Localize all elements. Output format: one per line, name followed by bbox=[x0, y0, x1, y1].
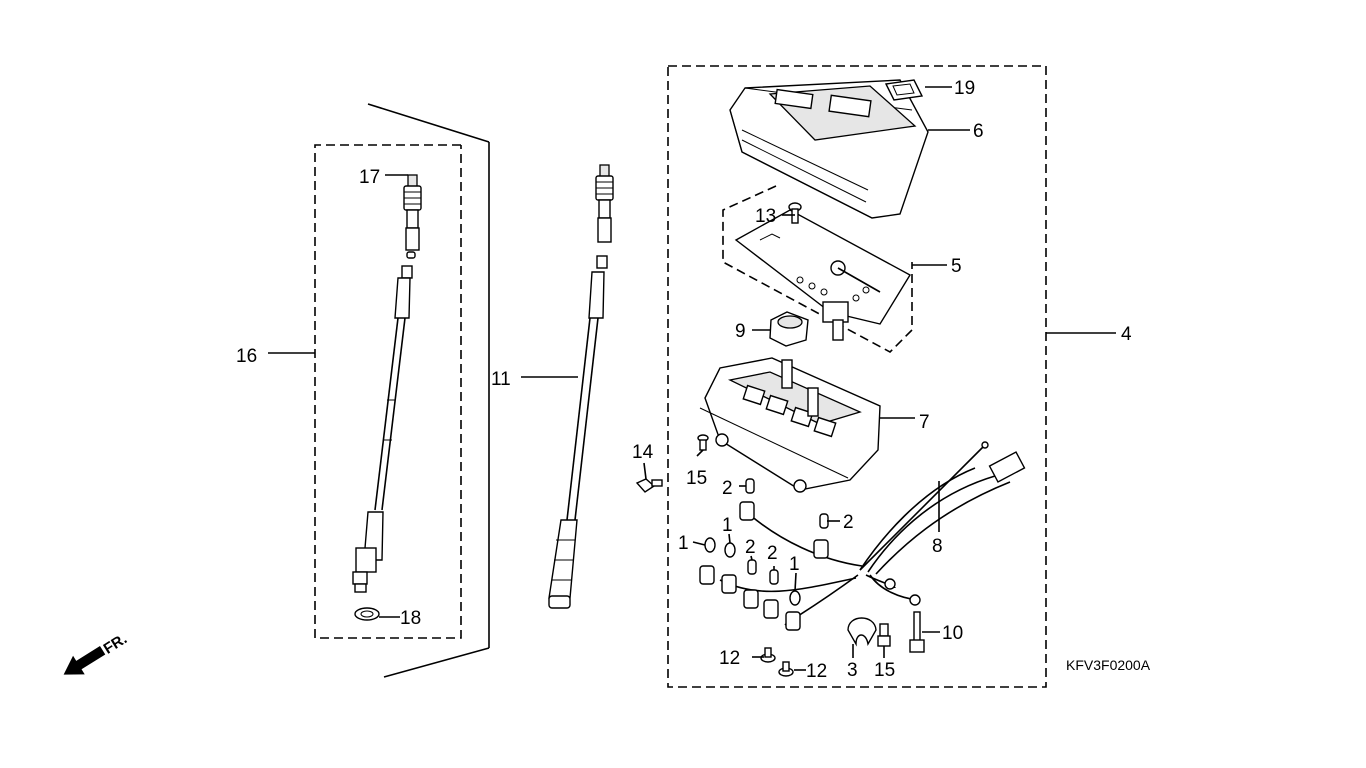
screw-12-b bbox=[778, 661, 794, 677]
cable-assembly-box bbox=[314, 103, 490, 678]
screw-12-a bbox=[760, 647, 776, 663]
callout-2-d: 2 bbox=[767, 543, 778, 564]
wire-harness-8 bbox=[719, 441, 1026, 626]
speedometer-cable-11 bbox=[548, 164, 614, 609]
callout-4: 4 bbox=[1121, 324, 1132, 345]
callout-5: 5 bbox=[951, 256, 962, 277]
bulb-2-c bbox=[747, 559, 757, 575]
sockets bbox=[699, 501, 921, 631]
callout-19: 19 bbox=[954, 78, 975, 99]
callout-12-b: 12 bbox=[806, 661, 827, 682]
front-direction-arrow-icon: FR. bbox=[63, 630, 131, 675]
meter-panel-5 bbox=[734, 209, 911, 341]
bulb-1-c bbox=[789, 590, 801, 606]
callout-11: 11 bbox=[491, 369, 511, 390]
callout-7: 7 bbox=[919, 412, 930, 433]
callout-13: 13 bbox=[755, 206, 776, 227]
meter-cover-6 bbox=[729, 79, 929, 219]
leader-lines bbox=[268, 86, 1116, 671]
callout-12-a: 12 bbox=[719, 648, 740, 669]
callout-15-upper: 15 bbox=[686, 468, 707, 489]
callout-2-b: 2 bbox=[843, 512, 854, 533]
bulb-2-a bbox=[745, 478, 755, 494]
callout-10: 10 bbox=[942, 623, 963, 644]
bolt-10 bbox=[909, 611, 925, 653]
callout-1-b: 1 bbox=[722, 515, 733, 536]
callout-3: 3 bbox=[847, 660, 858, 681]
bulb-1-a bbox=[704, 537, 716, 553]
callout-1-a: 1 bbox=[678, 533, 689, 554]
callout-16: 16 bbox=[236, 346, 257, 367]
callout-14: 14 bbox=[632, 442, 654, 463]
callout-2-a: 2 bbox=[722, 478, 733, 499]
bolt-15-lower bbox=[877, 623, 891, 647]
clamp-3 bbox=[847, 617, 877, 647]
bolt-14 bbox=[635, 478, 663, 493]
direction-label: FR. bbox=[101, 630, 131, 657]
bolt-15-upper bbox=[697, 434, 709, 451]
meter-case-7 bbox=[699, 357, 881, 493]
bulb-2-d bbox=[769, 569, 779, 585]
callout-17: 17 bbox=[359, 167, 380, 188]
callout-1-c: 1 bbox=[789, 554, 800, 575]
diagram-code: KFV3F0200A bbox=[1066, 657, 1151, 673]
screw-13 bbox=[788, 202, 802, 224]
callout-6: 6 bbox=[973, 121, 984, 142]
bulb-2-b bbox=[819, 513, 829, 529]
bulb-1-b bbox=[724, 542, 736, 558]
gear-box-9 bbox=[769, 311, 809, 347]
callout-18: 18 bbox=[400, 608, 421, 629]
callout-9: 9 bbox=[735, 321, 746, 342]
meter-assembly-box bbox=[667, 65, 1047, 688]
callout-8: 8 bbox=[932, 536, 943, 557]
callout-2-c: 2 bbox=[745, 537, 756, 558]
rubber-19 bbox=[884, 79, 924, 101]
callout-15-lower: 15 bbox=[874, 660, 895, 681]
speedometer-cable-16 bbox=[352, 174, 422, 621]
